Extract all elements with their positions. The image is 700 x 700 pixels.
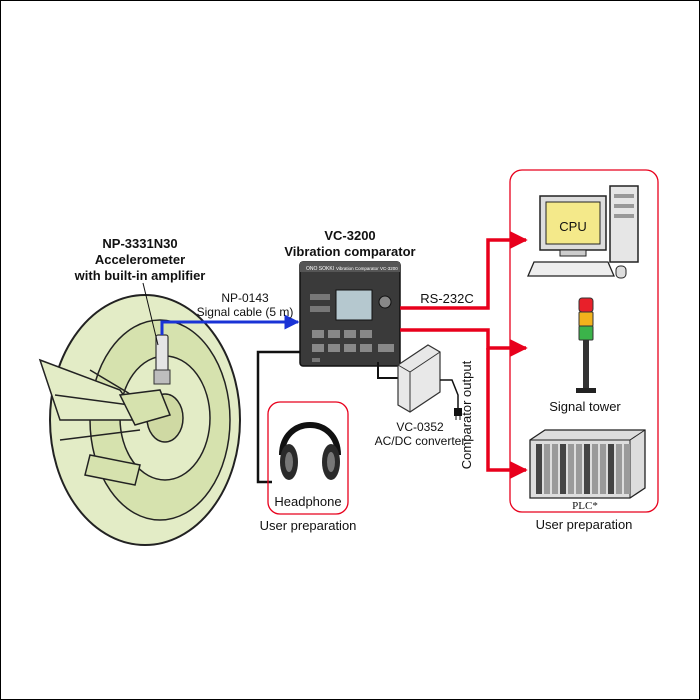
acdc-converter (377, 344, 462, 420)
right-prep-box (509, 169, 659, 513)
plc-label: PLC* (572, 500, 598, 512)
device-brand-text: ONO SOKKI (306, 266, 334, 272)
wheel-illustration (38, 294, 241, 546)
rs232-line (400, 231, 528, 310)
signal-tower-icon (576, 297, 596, 393)
comparator-name: Vibration comparator (284, 244, 416, 259)
user-prep-right-label: User preparation (535, 517, 633, 532)
plc-slot (576, 444, 582, 494)
computer-icon (527, 185, 639, 279)
plc-slots (536, 444, 630, 494)
cpu-screen-label: CPU (559, 219, 586, 234)
rs232-label: RS-232C (420, 291, 474, 306)
signal-cable (160, 314, 300, 335)
plc-slot (624, 444, 630, 494)
plc-slot (584, 444, 590, 494)
headphone-icon (279, 422, 341, 480)
user-prep-left-label: User preparation (259, 518, 357, 533)
comparator-output-label: Comparator output (459, 360, 474, 470)
headphone-box (267, 401, 349, 515)
comparator-output-line-top (400, 328, 528, 357)
converter-model: VC-0352 (396, 420, 444, 434)
comparator-device (299, 261, 401, 367)
signal-tower-label: Signal tower (549, 399, 621, 414)
headphone-label: Headphone (274, 494, 342, 509)
device-panel-title: Vibration Comparator VC-3200 (336, 266, 398, 271)
plc-slot (536, 444, 542, 494)
plc-slot (552, 444, 558, 494)
comparator-output-line-bottom (486, 348, 528, 479)
accelerometer-line1: Accelerometer (94, 252, 186, 267)
accelerometer-sensor (142, 282, 171, 385)
converter-desc: AC/DC converter (374, 434, 466, 448)
comparator-model: VC-3200 (324, 228, 376, 243)
plc-slot (616, 444, 622, 494)
accelerometer-model: NP-3331N30 (102, 236, 178, 251)
plc-slot (560, 444, 566, 494)
plc-slot (600, 444, 606, 494)
accelerometer-line2: with built-in amplifier (74, 268, 206, 283)
cable-desc: Signal cable (5 m) (196, 305, 294, 319)
cable-model: NP-0143 (221, 291, 269, 305)
plc-slot (592, 444, 598, 494)
plc-slot (568, 444, 574, 494)
headphone-cable (256, 350, 312, 484)
plc-slot (608, 444, 614, 494)
plc-slot (544, 444, 550, 494)
